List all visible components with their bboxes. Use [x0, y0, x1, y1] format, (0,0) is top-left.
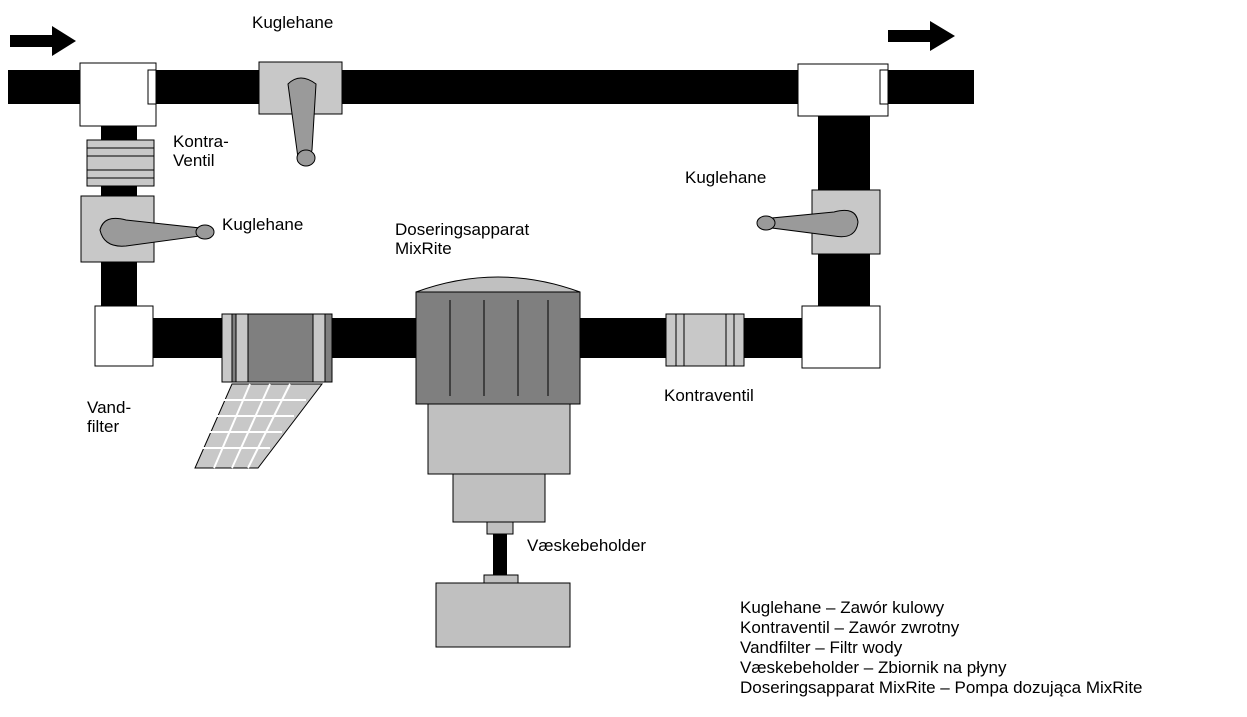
check-valve-left — [86, 139, 155, 187]
flow-arrow-out — [888, 21, 955, 51]
label-doserings-line2: MixRite — [395, 239, 452, 258]
label-kontraventil: Kontraventil — [664, 386, 754, 405]
label-kuglehane-top: Kuglehane — [252, 13, 334, 32]
label-vandfilter-line2: filter — [87, 417, 120, 436]
dosing-pump — [415, 276, 581, 576]
label-kontra-ventil-line2: Ventil — [173, 151, 215, 170]
legend-item: Kontraventil – Zawór zwrotny — [740, 618, 960, 637]
check-valve-right — [665, 313, 745, 367]
tee-fitting-right — [797, 63, 889, 117]
label-kuglehane-right: Kuglehane — [685, 168, 767, 187]
legend-item: Væskebeholder – Zbiornik na płyny — [740, 658, 1007, 677]
legend-item: Vandfilter – Filtr wody — [740, 638, 903, 657]
label-vaeskebeholder: Væskebeholder — [527, 536, 647, 555]
tee-fitting-left — [79, 62, 157, 127]
legend-item: Doseringsapparat MixRite – Pompa dozując… — [740, 678, 1143, 697]
ball-valve-top — [258, 61, 343, 167]
label-vandfilter-line1: Vand- — [87, 398, 132, 417]
flow-arrow-in — [10, 26, 76, 56]
legend: Kuglehane – Zawór kulowy Kontraventil – … — [740, 598, 1143, 698]
elbow-fitting-left — [94, 305, 154, 367]
legend-item: Kuglehane – Zawór kulowy — [740, 598, 945, 617]
label-kontra-ventil-line1: Kontra- — [173, 132, 229, 151]
ball-valve-right — [756, 189, 881, 255]
ball-valve-left — [80, 195, 215, 263]
water-filter — [194, 313, 333, 469]
label-kuglehane-left: Kuglehane — [222, 215, 304, 234]
elbow-fitting-right — [801, 305, 881, 369]
label-doserings-line1: Doseringsapparat — [395, 220, 530, 239]
liquid-container — [435, 574, 571, 648]
